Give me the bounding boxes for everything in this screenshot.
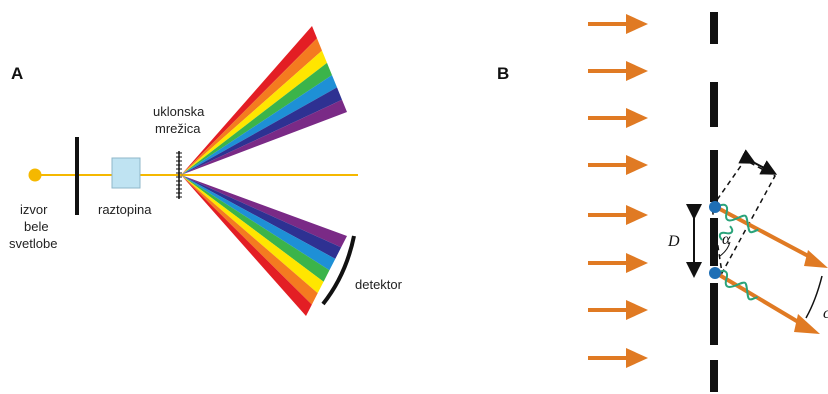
cuvette — [111, 157, 141, 189]
slit-source-upper — [709, 201, 721, 213]
grating-wall — [710, 12, 718, 392]
upper-spectrum-band — [181, 99, 347, 175]
wave-lower — [715, 270, 758, 301]
source-label-line1: izvor — [20, 202, 48, 217]
upper-spectrum-band — [181, 62, 332, 175]
lower-spectrum-band — [181, 175, 330, 282]
lower-spectrum-band — [181, 175, 342, 259]
upper-spectrum-band — [181, 87, 342, 175]
output-angle-label: c — [823, 305, 828, 322]
incident-arrow — [588, 205, 648, 225]
lower-spectrum-band — [181, 175, 318, 305]
spectrum-fan-lower — [181, 175, 347, 316]
lower-spectrum-band — [181, 175, 336, 271]
wave-upper — [715, 203, 759, 234]
light-source — [28, 168, 42, 182]
detector-label: detektor — [355, 277, 403, 292]
sample-label: raztopina — [98, 202, 152, 217]
panel-b-letter: B — [497, 64, 509, 83]
incident-arrow — [588, 14, 648, 34]
angle-label: α — [722, 231, 731, 248]
lower-spectrum-band — [181, 175, 324, 294]
lower-spectrum-band — [181, 175, 312, 316]
diffracted-ray-upper — [715, 205, 828, 268]
spectrum-fan-upper — [181, 26, 347, 176]
source-label-line2: bele — [24, 219, 49, 234]
incident-arrow — [588, 300, 648, 320]
upper-spectrum-band — [181, 26, 317, 175]
lower-spectrum-band — [181, 175, 347, 248]
path-difference-arrow — [738, 149, 778, 175]
incident-arrows — [588, 14, 648, 368]
incident-arrow — [588, 348, 648, 368]
detector-arc — [321, 235, 356, 306]
path-difference-box — [711, 159, 777, 276]
upper-spectrum-band — [181, 50, 327, 176]
diffracted-ray-lower — [714, 271, 820, 334]
angle-arc — [719, 241, 731, 257]
panel-a-letter: A — [11, 64, 23, 83]
wave-cross — [718, 225, 734, 241]
incident-arrow — [588, 155, 648, 175]
slit-source-lower — [709, 267, 721, 279]
upper-spectrum-band — [181, 75, 337, 175]
incident-arrow — [588, 253, 648, 273]
incident-arrow — [588, 61, 648, 81]
upper-spectrum-band — [181, 38, 322, 176]
diffraction-grating — [176, 151, 182, 199]
output-angle-arc — [805, 275, 823, 319]
grating-label-line2: mrežica — [155, 121, 201, 136]
source-label-line3: svetlobe — [9, 236, 57, 251]
incident-arrow — [588, 108, 648, 128]
slit-distance-label: D — [667, 233, 680, 250]
grating-label-line1: uklonska — [153, 104, 205, 119]
